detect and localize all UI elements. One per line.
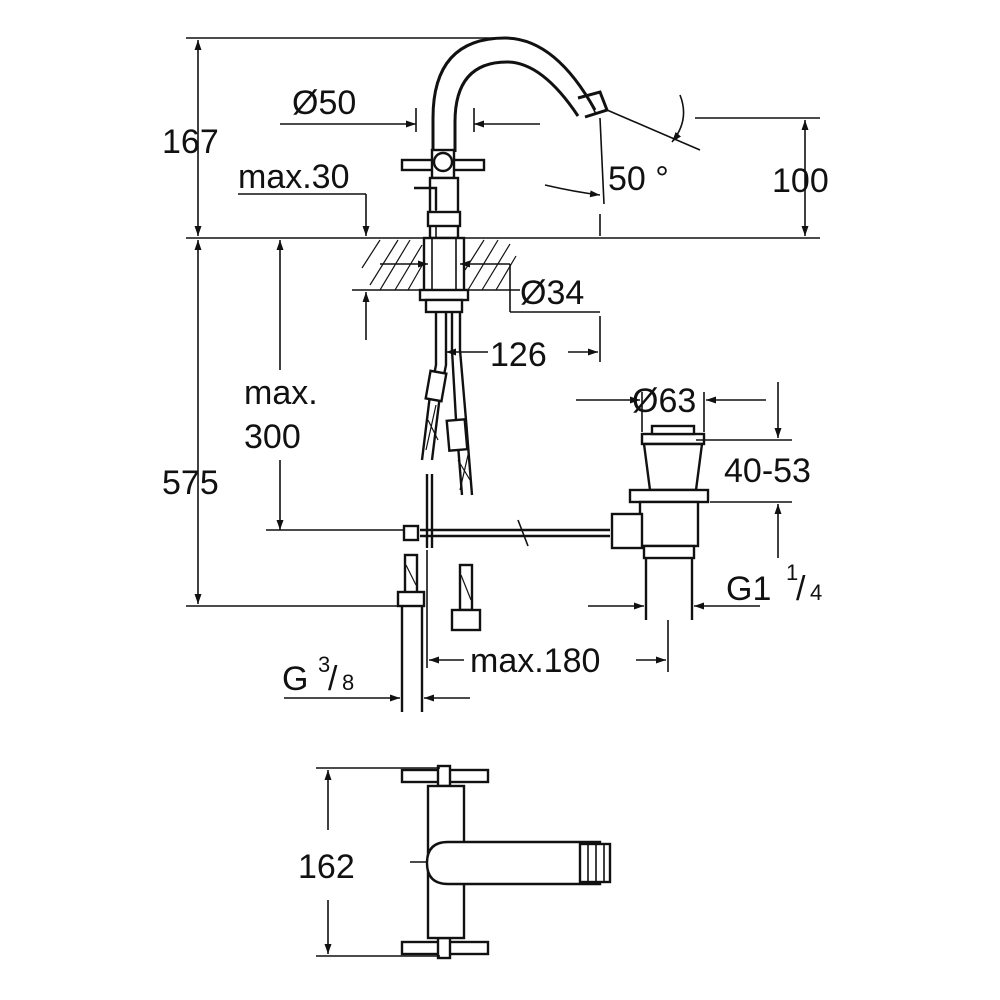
dim-thread-g1-num: 1 <box>786 560 798 585</box>
dim-range-40-53: 40-53 <box>724 452 811 490</box>
faucet-top-view <box>400 764 612 960</box>
angle-valves <box>396 553 482 712</box>
countertop-section <box>186 236 820 314</box>
hatch-left <box>361 239 425 291</box>
dim-height-100: 100 <box>772 162 829 200</box>
supply-hoses <box>420 312 474 496</box>
dim-angle-50: 50 ° <box>608 160 669 198</box>
dimension-lines <box>186 37 820 702</box>
dim-height-167: 167 <box>162 123 219 161</box>
fraction-slash: / <box>796 570 806 608</box>
waste-linkage <box>402 474 610 548</box>
dim-max-300-line1: max. <box>244 374 318 412</box>
dim-height-162: 162 <box>298 848 355 886</box>
top-view-dimension <box>316 767 440 957</box>
dim-diameter-50: Ø50 <box>292 84 356 122</box>
dim-height-575: 575 <box>162 464 219 502</box>
dim-thread-g-main: G <box>282 660 308 698</box>
dim-max-300-line2: 300 <box>244 418 301 456</box>
dim-thread-g1-den: 4 <box>810 580 822 605</box>
dim-thread-g1-main: G1 <box>726 570 771 608</box>
dim-max-180: max.180 <box>470 642 600 680</box>
fraction-slash: / <box>328 660 338 698</box>
dim-thread-g-num: 3 <box>318 652 330 677</box>
faucet-front-view <box>400 36 609 240</box>
dim-diameter-63: Ø63 <box>632 382 696 420</box>
dim-diameter-34: Ø34 <box>520 274 584 312</box>
dim-max-30: max.30 <box>238 158 350 196</box>
hatch-right <box>464 239 517 291</box>
popup-waste <box>610 424 710 620</box>
dim-width-126: 126 <box>490 336 547 374</box>
dim-thread-g-den: 8 <box>342 670 354 695</box>
dim-thread-g-3-8: G 3 / 8 <box>282 652 354 698</box>
dim-thread-g1-1-4: G1 1 / 4 <box>726 560 822 608</box>
